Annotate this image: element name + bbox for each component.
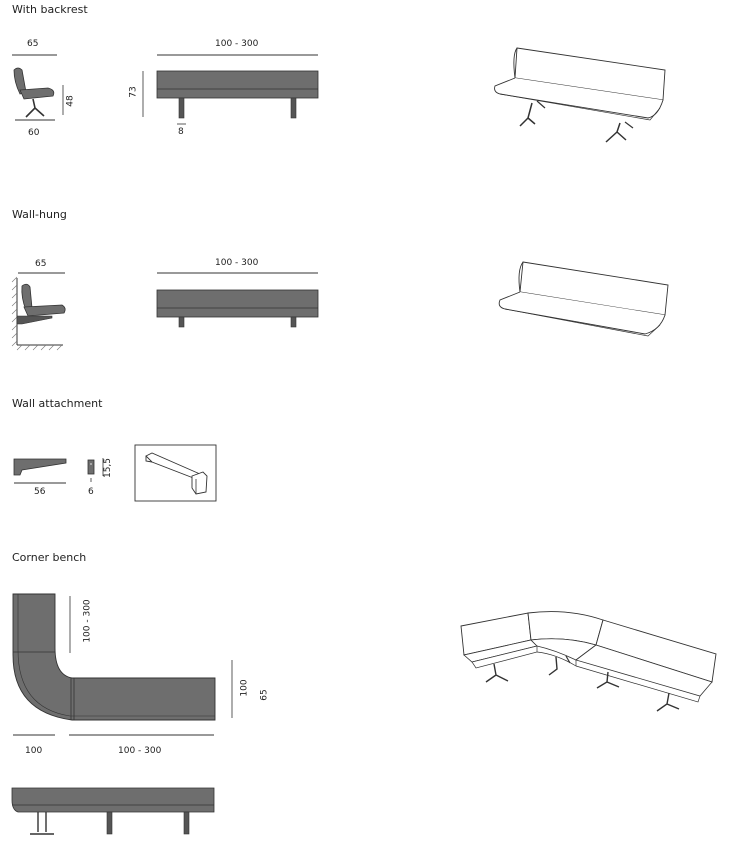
dim-leg-width-backrest: 8 — [178, 127, 184, 137]
attachment-front-view — [87, 458, 104, 482]
attachment-perspective-box — [134, 444, 217, 502]
wallhung-side-view — [11, 272, 66, 351]
attachment-side-view — [13, 458, 67, 484]
wallhung-front-view — [156, 272, 319, 328]
backrest-perspective-view — [494, 47, 666, 143]
section-title-attachment: Wall attachment — [12, 397, 103, 410]
section-title-backrest: With backrest — [12, 3, 88, 16]
section-title-wallhung: Wall-hung — [12, 208, 67, 221]
dim-side-depth-wallhung: 65 — [35, 259, 47, 269]
dim-corner-size: 100 — [25, 746, 43, 756]
dim-side-base-backrest: 60 — [28, 128, 40, 138]
corner-perspective-view — [460, 611, 717, 712]
dim-bracket-width: 6 — [88, 487, 94, 497]
corner-front-view — [11, 787, 215, 835]
section-title-corner: Corner bench — [12, 551, 87, 564]
corner-plan-view — [12, 593, 233, 736]
dim-front-width-backrest: 100 - 300 — [215, 39, 259, 49]
backrest-front-view — [142, 54, 319, 125]
dim-front-width-wallhung: 100 - 300 — [215, 258, 259, 268]
dim-side-depth-backrest: 65 — [27, 39, 39, 49]
backrest-side-view — [12, 54, 64, 121]
wallhung-perspective-view — [498, 261, 669, 337]
dim-corner-leg-horizontal: 100 - 300 — [118, 746, 162, 756]
dim-bracket-length: 56 — [34, 487, 46, 497]
